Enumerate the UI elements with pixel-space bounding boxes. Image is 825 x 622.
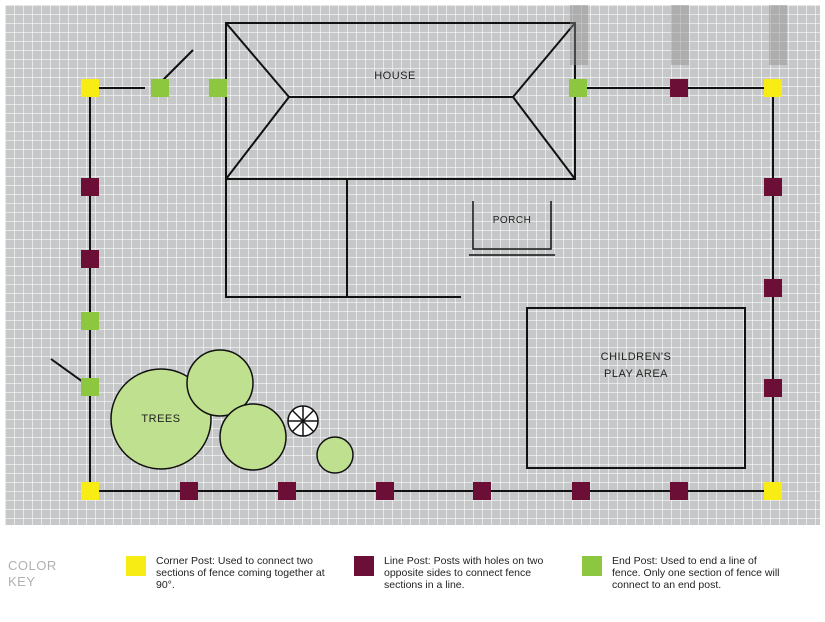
fence-plan-diagram: HOUSE PORCH CHILDREN'S PLAY AREA TREES — [5, 5, 820, 525]
post-shadows — [570, 5, 787, 65]
tree-medium-bottom — [219, 403, 287, 471]
line-post-top — [670, 79, 688, 97]
roof-hip-3 — [512, 22, 576, 98]
end-post-gate-top-left — [151, 79, 169, 97]
end-post-gate-top-right — [209, 79, 227, 97]
line-post-bottom-6 — [670, 482, 688, 500]
line-post-right-2 — [764, 279, 782, 297]
line-post-bottom-2 — [278, 482, 296, 500]
corner-post-top-left — [81, 79, 99, 97]
gate-line-top — [160, 49, 194, 83]
roof-hip-2 — [225, 96, 290, 180]
line-post-bottom-1 — [180, 482, 198, 500]
end-post-swatch-icon — [582, 556, 602, 576]
end-post-top-house — [569, 79, 587, 97]
end-post-gate-left-top — [81, 312, 99, 330]
play-area-outline — [526, 307, 746, 469]
tree-large — [110, 368, 212, 470]
line-post-bottom-5 — [572, 482, 590, 500]
roof-hip-4 — [512, 96, 576, 180]
roof-hip-1 — [225, 22, 290, 98]
key-text-end-post: End Post: Used to end a line of fence. O… — [612, 555, 780, 591]
corner-post-bottom-left — [81, 482, 99, 500]
trees-label: TREES — [141, 413, 181, 425]
tree-small — [316, 436, 354, 474]
line-post-swatch-icon — [354, 556, 374, 576]
house — [225, 22, 746, 469]
house-extension — [225, 179, 461, 298]
line-post-left-2 — [81, 250, 99, 268]
porch-label: PORCH — [492, 215, 532, 226]
shrub-icon — [287, 405, 319, 437]
corner-post-bottom-right — [764, 482, 782, 500]
corner-post-swatch-icon — [126, 556, 146, 576]
corner-post-top-right — [764, 79, 782, 97]
plan-drawing — [50, 5, 787, 492]
house-label: HOUSE — [374, 70, 416, 82]
fence-lines — [50, 49, 774, 492]
key-text-corner-post: Corner Post: Used to connect two section… — [156, 555, 325, 591]
line-post-bottom-4 — [473, 482, 491, 500]
line-post-left-1 — [81, 178, 99, 196]
line-post-bottom-3 — [376, 482, 394, 500]
porch-outline — [472, 201, 552, 250]
play-area-label-line2: PLAY AREA — [603, 368, 669, 380]
end-post-gate-left-bottom — [81, 378, 99, 396]
line-post-right-3 — [764, 379, 782, 397]
trees — [110, 349, 354, 474]
key-text-line-post: Line Post: Posts with holes on two oppos… — [384, 555, 544, 591]
line-post-right-1 — [764, 178, 782, 196]
house-outline — [225, 22, 576, 180]
play-area-label-line1: CHILDREN'S — [600, 351, 672, 363]
tree-medium-top — [186, 349, 254, 417]
color-key-title: COLOR KEY — [8, 558, 57, 589]
